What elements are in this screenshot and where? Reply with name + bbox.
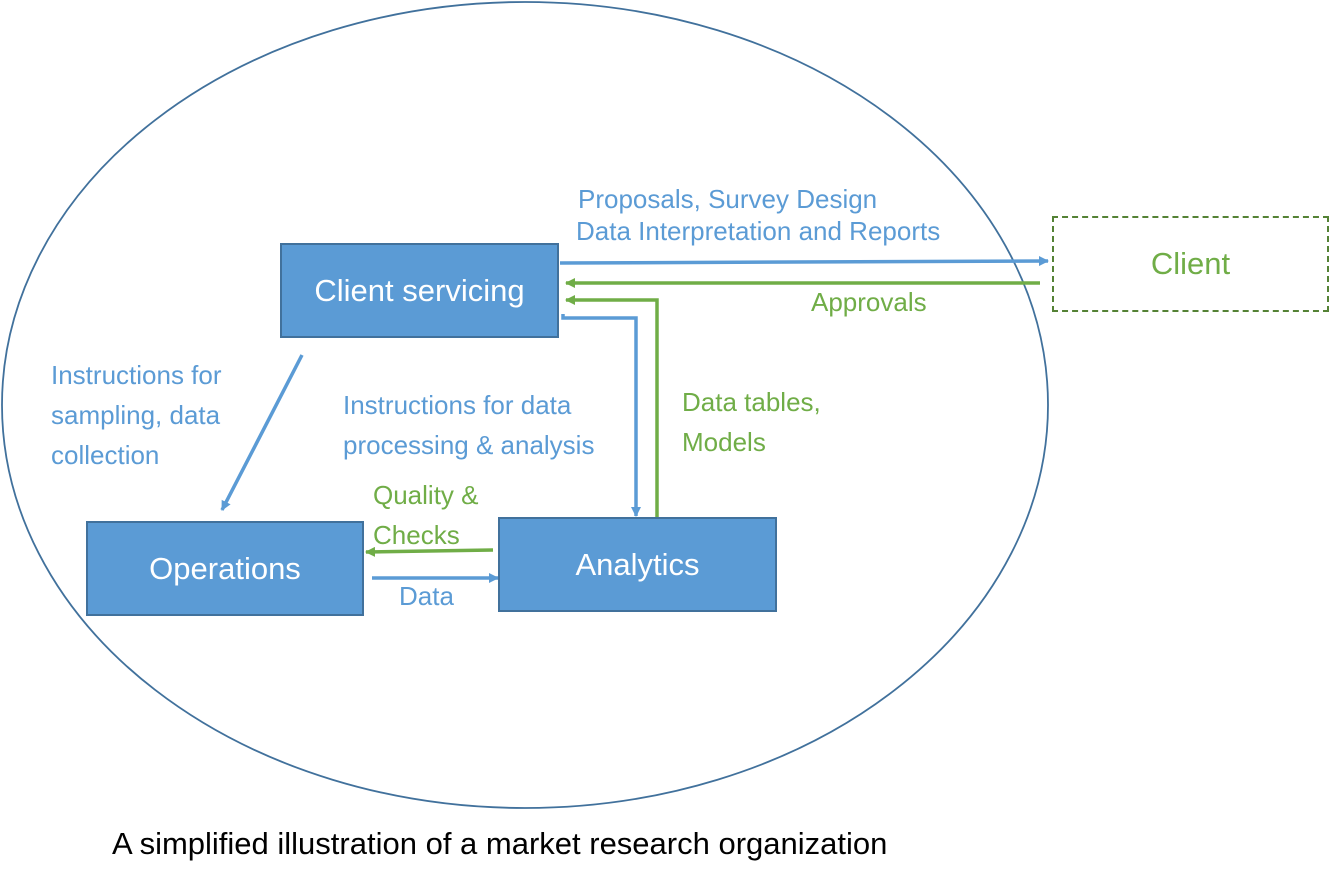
arrow-data-tables bbox=[565, 295, 659, 527]
node-client-servicing-label: Client servicing bbox=[314, 272, 525, 308]
label-sampling: Instructions for sampling, data collecti… bbox=[51, 355, 222, 475]
label-data-tables: Data tables, Models bbox=[682, 382, 821, 462]
diagram-caption: A simplified illustration of a market re… bbox=[112, 826, 888, 861]
node-client-servicing: Client servicing bbox=[280, 243, 559, 338]
label-sampling-line3: collection bbox=[51, 440, 160, 470]
label-quality: Quality & Checks bbox=[373, 475, 479, 555]
node-analytics: Analytics bbox=[498, 517, 777, 612]
label-data-tables-line2: Models bbox=[682, 427, 766, 457]
arrow-to-client bbox=[559, 256, 1049, 267]
organization-boundary bbox=[1, 1, 1049, 809]
label-to-client: Proposals, Survey Design Data Interpreta… bbox=[576, 183, 941, 247]
label-approvals: Approvals bbox=[811, 287, 927, 317]
arrow-sampling-instructions bbox=[220, 354, 304, 511]
label-quality-line2: Checks bbox=[373, 520, 460, 550]
node-operations: Operations bbox=[86, 521, 364, 616]
label-processing-line1: Instructions for data bbox=[343, 390, 572, 420]
arrow-quality-checks bbox=[365, 546, 494, 557]
label-processing-line2: processing & analysis bbox=[343, 430, 595, 460]
node-client: Client bbox=[1052, 216, 1329, 312]
node-client-label: Client bbox=[1150, 246, 1231, 281]
label-to-client-line2: Data Interpretation and Reports bbox=[576, 216, 941, 246]
node-analytics-label: Analytics bbox=[575, 546, 700, 582]
label-sampling-line1: Instructions for bbox=[51, 360, 222, 390]
label-data-tables-line1: Data tables, bbox=[682, 387, 821, 417]
label-processing: Instructions for data processing & analy… bbox=[343, 385, 594, 465]
label-to-client-line1: Proposals, Survey Design bbox=[578, 184, 878, 214]
label-data: Data bbox=[399, 581, 454, 611]
arrow-processing-instructions bbox=[561, 314, 641, 517]
label-quality-line1: Quality & bbox=[373, 480, 479, 510]
label-sampling-line2: sampling, data bbox=[51, 400, 221, 430]
node-operations-label: Operations bbox=[149, 550, 301, 586]
